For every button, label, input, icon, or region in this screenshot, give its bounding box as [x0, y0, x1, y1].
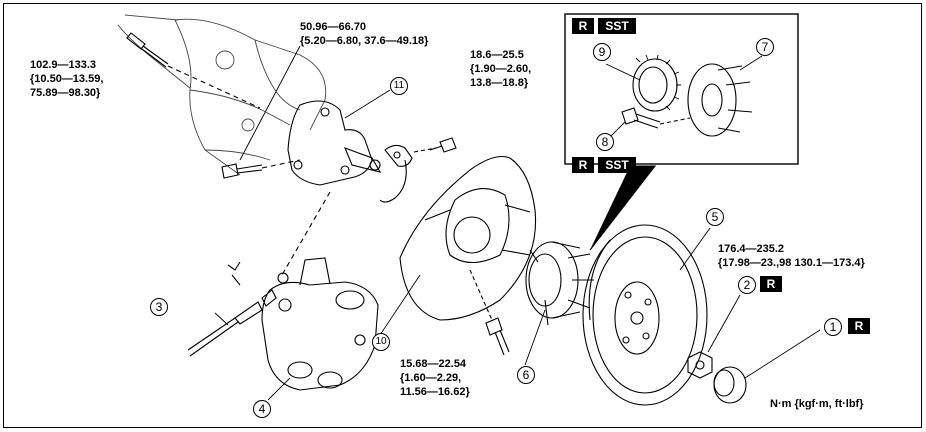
callout-11: 11	[390, 77, 408, 95]
replace-badge: R	[572, 18, 594, 34]
abs-sensor-icon	[379, 144, 413, 203]
inset-pointer	[589, 165, 657, 251]
callout-3: 3	[150, 298, 168, 316]
replace-badge: R	[848, 318, 870, 334]
knuckle-bolt-icon	[221, 163, 263, 179]
torque-units-label: N·m {kgf·m, ft·lbf}	[770, 398, 864, 410]
callout-8: 8	[596, 133, 614, 151]
torque-value-kgfm: {1.90—2.60,	[470, 63, 532, 75]
hub-cap-icon	[713, 366, 747, 404]
torque-value-nm: 18.6—25.5	[470, 49, 524, 61]
detail-inset-frame	[564, 13, 799, 165]
torque-value-ftlbf: 75.89—98.30}	[30, 87, 101, 99]
torque-value-kgfm-ftlbf: {17.98—23.,98 130.1—173.4}	[718, 257, 865, 269]
sensor-rotor-icon	[632, 54, 681, 112]
torque-value-ftlbf: 11.56—16.62}	[400, 386, 470, 398]
torque-value-nm: 102.9—133.3	[30, 59, 97, 71]
callout-4: 4	[253, 400, 271, 418]
brake-disc-icon	[582, 224, 708, 406]
torque-value-ftlbf: 13.8—18.8}	[470, 77, 529, 89]
callout-6: 6	[517, 366, 535, 384]
torque-value-kgfm-ftlbf: {5.20—6.80, 37.6—49.18}	[300, 35, 429, 47]
inset-hub-icon	[687, 63, 753, 137]
callout-2: 2	[738, 276, 756, 294]
torque-value-kgfm: {10.50—13.59,	[30, 73, 104, 85]
dust-shield-icon	[399, 155, 537, 321]
torque-spec-shield-bolt: 15.68—22.54 {1.60—2.29, 11.56—16.62}	[400, 357, 470, 399]
callout-9: 9	[593, 43, 611, 61]
leader-line	[167, 65, 261, 109]
parking-brake-cable-icon	[187, 261, 277, 357]
knuckle-icon	[287, 100, 382, 186]
torque-value-nm: 50.96—66.70	[300, 21, 367, 33]
replace-badge: R	[572, 157, 594, 173]
shield-bolt-icon	[485, 317, 510, 356]
torque-value-nm: 15.68—22.54	[400, 358, 467, 370]
sst-badge: SST	[598, 18, 636, 34]
suspension-arm-outline	[117, 14, 327, 176]
torque-spec-knuckle-bolt: 50.96—66.70 {5.20—6.80, 37.6—49.18}	[300, 20, 428, 48]
bolt-icon	[126, 32, 169, 68]
callout-1: 1	[824, 318, 842, 336]
callout-5: 5	[706, 208, 724, 226]
diagram-frame	[3, 3, 922, 428]
inset-bolt-icon	[621, 107, 661, 129]
replace-badge: R	[760, 276, 782, 292]
brake-caliper-icon	[261, 257, 379, 391]
callout-10: 10	[372, 333, 390, 351]
wheel-hub-icon	[525, 241, 594, 326]
torque-spec-upper-bolt: 102.9—133.3 {10.50—13.59, 75.89—98.30}	[30, 58, 103, 100]
torque-value-kgfm: {1.60—2.29,	[400, 372, 462, 384]
torque-value-nm: 176.4—235.2	[718, 243, 785, 255]
callout-7: 7	[756, 38, 774, 56]
torque-spec-sensor-bolt: 18.6—25.5 {1.90—2.60, 13.8—18.8}	[470, 48, 531, 90]
locknut-icon	[687, 351, 713, 379]
sensor-bolt-icon	[429, 137, 457, 153]
sst-badge: SST	[598, 157, 636, 173]
torque-spec-locknut: 176.4—235.2 {17.98—23.,98 130.1—173.4}	[718, 242, 865, 270]
